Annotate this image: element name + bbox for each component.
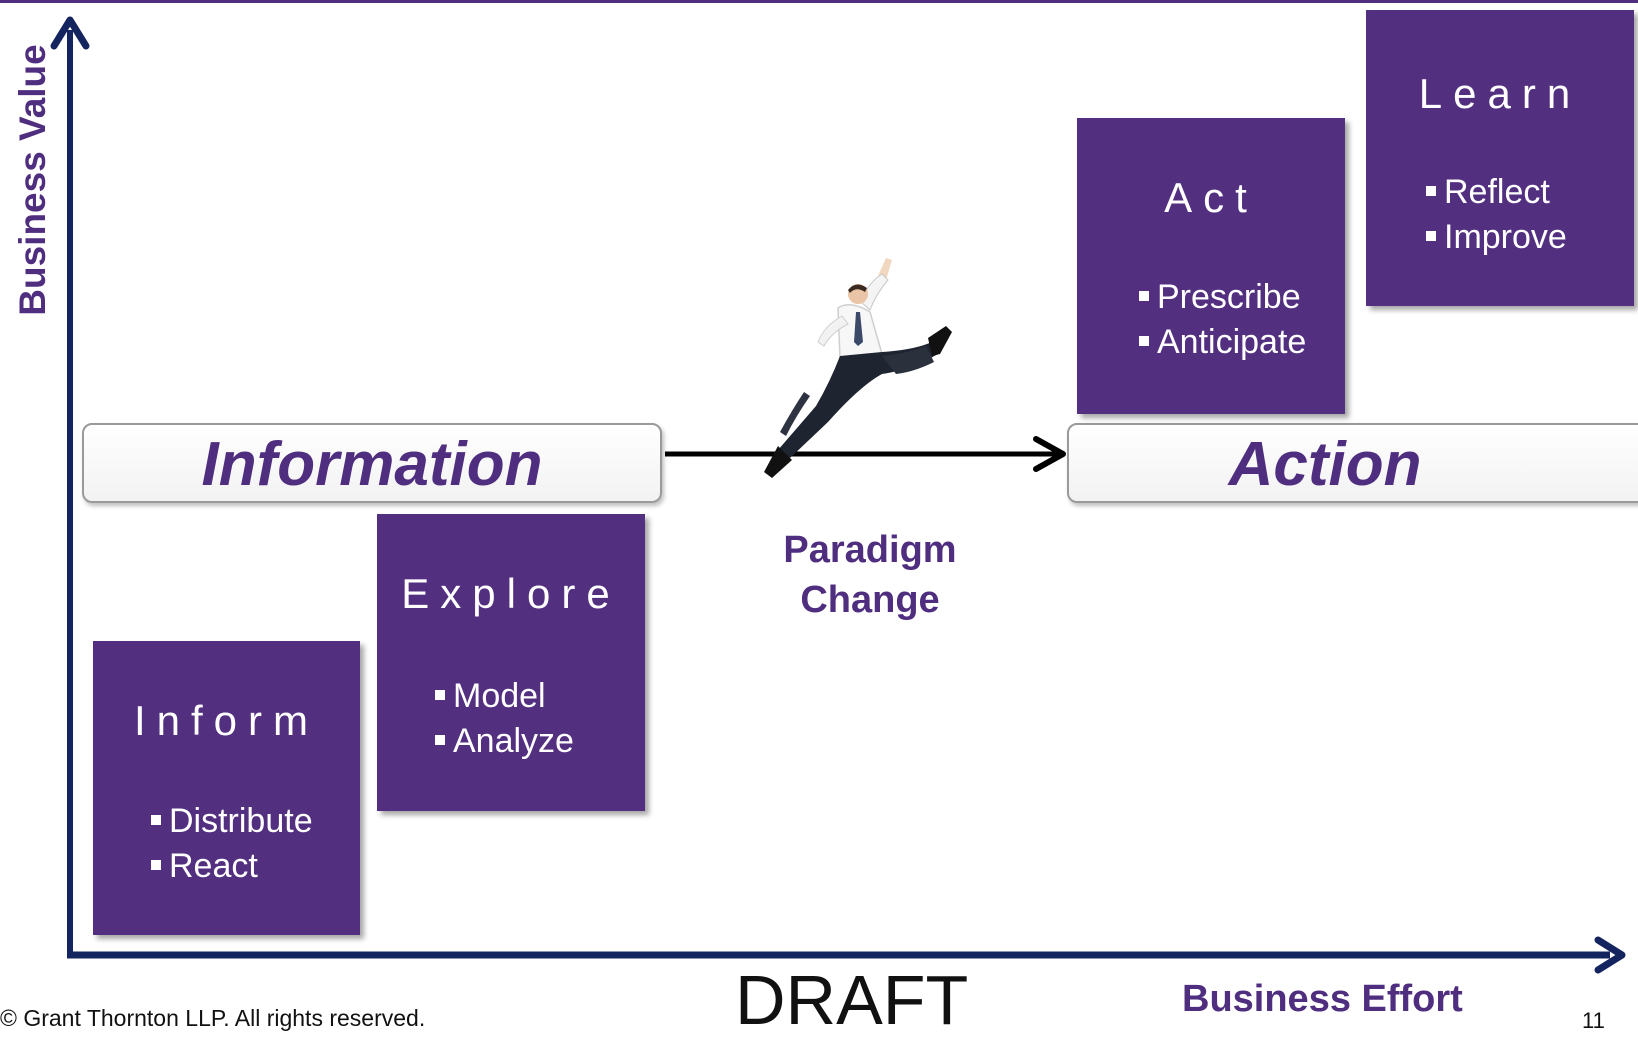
list-item: Improve (1426, 215, 1567, 260)
list-item: Prescribe (1139, 275, 1306, 320)
learn-title: Learn (1418, 70, 1582, 117)
bullet-square-icon (1426, 231, 1436, 242)
paradigm-arrow-head (1033, 436, 1066, 472)
explore-box: Explore Model Analyze (377, 514, 645, 811)
bullet-square-icon (151, 815, 161, 826)
learn-list: Reflect Improve (1426, 170, 1567, 260)
list-item: Distribute (151, 799, 313, 844)
act-title: Act (1164, 174, 1258, 221)
copyright-text: © Grant Thornton LLP. All rights reserve… (0, 1005, 426, 1031)
act-list: Prescribe Anticipate (1139, 275, 1306, 365)
information-banner-label: Information (201, 430, 543, 499)
action-banner-label: Action (1228, 430, 1422, 499)
page-number: 11 (1582, 1008, 1605, 1033)
paradigm-change-label: Paradigm Change (740, 525, 1000, 625)
inform-list: Distribute React (151, 799, 313, 889)
list-item: Anticipate (1139, 320, 1306, 365)
list-item: Analyze (435, 719, 574, 764)
paradigm-label-line1: Paradigm (783, 529, 957, 571)
jumping-man-icon (764, 258, 952, 478)
list-item: Model (435, 674, 574, 719)
information-banner: Information (82, 423, 662, 503)
bullet-square-icon (1139, 291, 1149, 302)
act-box: Act Prescribe Anticipate (1077, 118, 1345, 414)
x-axis-label: Business Effort (1182, 978, 1463, 1020)
bullet-square-icon (151, 860, 161, 871)
list-item: Reflect (1426, 170, 1567, 215)
x-axis-arrowhead (1594, 936, 1626, 974)
inform-title: Inform (133, 697, 320, 744)
explore-title: Explore (401, 570, 621, 617)
explore-list: Model Analyze (435, 674, 574, 764)
top-rule (0, 0, 1638, 3)
learn-box: Learn Reflect Improve (1366, 10, 1634, 306)
y-axis-arrowhead (50, 16, 90, 50)
draft-watermark: DRAFT (735, 961, 969, 1039)
bullet-square-icon (1426, 186, 1436, 197)
paradigm-label-line2: Change (800, 579, 940, 621)
bullet-square-icon (435, 735, 445, 746)
y-axis-label: Business Value (12, 44, 53, 316)
bullet-square-icon (435, 690, 445, 701)
inform-box: Inform Distribute React (93, 641, 360, 935)
list-item: React (151, 844, 313, 889)
bullet-square-icon (1139, 336, 1149, 347)
action-banner: Action (1067, 423, 1638, 503)
